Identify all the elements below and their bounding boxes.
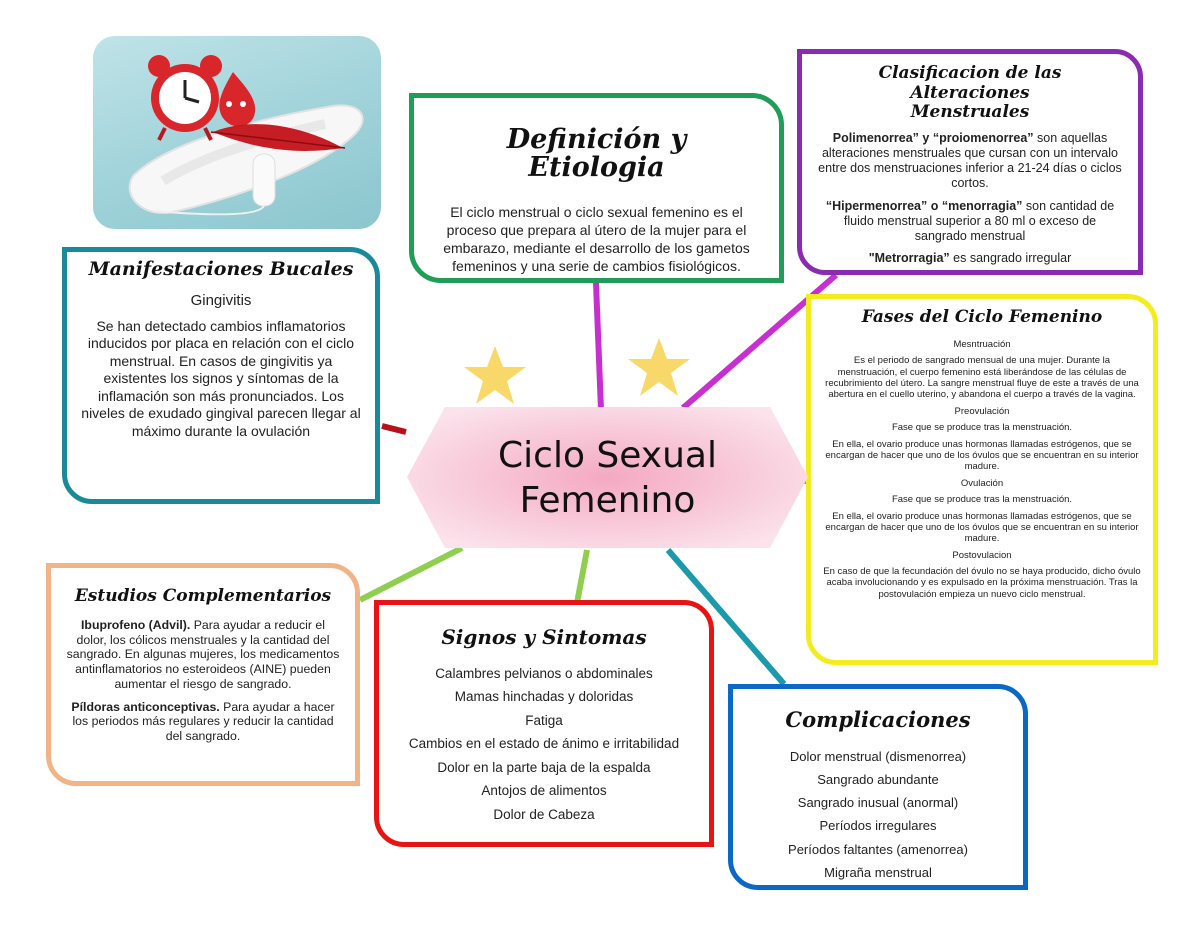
fases-box: Fases del Ciclo Femenino Mesntruación Es… — [806, 294, 1158, 665]
complicaciones-list: Dolor menstrual (dismenorrea) Sangrado a… — [743, 745, 1013, 884]
fase-text-preovulacion-2: En ella, el ovario produce unas hormonas… — [825, 438, 1139, 473]
list-item: Migraña menstrual — [824, 864, 932, 880]
star-icon — [464, 346, 526, 404]
estudios-item: Ibuprofeno (Advil). Para ayudar a reduci… — [65, 618, 341, 692]
fase-heading-preovulacion: Preovulación — [954, 405, 1010, 417]
list-item: Calambres pelvianos o abdominales — [435, 666, 653, 681]
clasificacion-item-term: Polimenorrea” y “proiomenorrea” — [832, 130, 1034, 145]
fase-heading-ovulacion: Ovulación — [960, 477, 1004, 489]
clasificacion-item: "Metrorragia” es sangrado irregular — [818, 251, 1122, 266]
estudios-box: Estudios Complementarios Ibuprofeno (Adv… — [46, 563, 360, 786]
estudios-item-text: Para ayudar a hacer los periodos más reg… — [72, 699, 335, 744]
list-item: Antojos de alimentos — [481, 783, 607, 799]
fase-text-ovulacion-1: Fase que se produce tras la menstruación… — [891, 494, 1073, 506]
clasificacion-item: Polimenorrea” y “proiomenorrea” son aque… — [818, 131, 1122, 192]
clasificacion-title: Clasificacion de las Alteraciones Menstr… — [818, 63, 1122, 123]
clasificacion-item: “Hipermenorrea” o “menorragia” son canti… — [818, 199, 1122, 245]
clasificacion-item-term: "Metrorragia” — [868, 251, 950, 266]
star-icon — [628, 338, 690, 396]
clasificacion-title-line1: Clasificacion de las Alteraciones — [878, 63, 1062, 103]
manifestaciones-text: Se han detectado cambios inflamatorios i… — [81, 317, 361, 439]
fases-title: Fases del Ciclo Femenino — [861, 307, 1103, 327]
signos-title: Signos y Sintomas — [441, 625, 647, 649]
estudios-title: Estudios Complementarios — [74, 586, 332, 606]
fase-text-menstruacion: Es el periodo de sangrado mensual de una… — [825, 355, 1139, 401]
estudios-item-term: Ibuprofeno (Advil). — [81, 617, 191, 632]
estudios-item: Píldoras anticonceptivas. Para ayudar a … — [65, 700, 341, 744]
list-item: Dolor de Cabeza — [493, 806, 595, 822]
fase-text-preovulacion-1: Fase que se produce tras la menstruación… — [891, 422, 1073, 434]
fase-text-postovulacion: En caso de que la fecundación del óvulo … — [823, 566, 1141, 600]
list-item: Períodos faltantes (amenorrea) — [788, 841, 968, 857]
manifestaciones-subtitle: Gingivitis — [190, 291, 252, 309]
list-item: Fatiga — [525, 712, 563, 728]
clasificacion-item-text: es sangrado irregular — [949, 251, 1072, 266]
list-item: Cambios en el estado de ánimo e irritabi… — [408, 736, 680, 752]
list-item: Períodos irregulares — [819, 818, 937, 834]
connector-signos — [574, 549, 590, 604]
central-hexagon — [407, 407, 808, 548]
estudios-item-term: Píldoras anticonceptivas. — [71, 699, 220, 714]
clasificacion-title-line2: Menstruales — [910, 102, 1030, 123]
list-item: Mamas hinchadas y doloridas — [454, 689, 634, 705]
manifestaciones-box: Manifestaciones Bucales Gingivitis Se ha… — [62, 247, 380, 504]
central-title-line1: Ciclo Sexual — [498, 434, 717, 476]
fase-heading-menstruacion: Mesntruación — [953, 338, 1011, 350]
complicaciones-box: Complicaciones Dolor menstrual (dismenor… — [728, 684, 1028, 890]
connector-manifestaciones — [381, 423, 407, 435]
clasificacion-item-text: son aquellas alteraciones menstruales qu… — [818, 130, 1122, 191]
list-item: Sangrado abundante — [817, 772, 939, 788]
signos-box: Signos y Sintomas Calambres pelvianos o … — [374, 600, 714, 847]
central-title: Ciclo Sexual Femenino — [498, 433, 717, 523]
definicion-title: Definición y Etiologia — [506, 124, 687, 184]
complicaciones-title: Complicaciones — [785, 707, 971, 732]
clasificacion-item-term: “Hipermenorrea” o “menorragia” — [825, 198, 1023, 213]
estudios-item-text: Para ayudar a reducir el dolor, los cóli… — [66, 617, 340, 691]
connector-estudios — [358, 545, 464, 603]
fase-heading-postovulacion: Postovulacion — [952, 549, 1012, 561]
list-item: Dolor en la parte baja de la espalda — [437, 759, 651, 775]
definicion-box: Definición y Etiologia El ciclo menstrua… — [409, 93, 784, 283]
central-topic: Ciclo Sexual Femenino — [405, 405, 810, 550]
menstrual-pad-photo — [93, 36, 381, 229]
connector-complicaciones — [665, 548, 787, 686]
list-item: Dolor menstrual (dismenorrea) — [789, 749, 967, 765]
clasificacion-item-text: son cantidad de fluido menstrual superio… — [843, 198, 1115, 244]
central-title-line2: Femenino — [519, 479, 696, 521]
definicion-text: El ciclo menstrual o ciclo sexual femeni… — [443, 203, 750, 275]
manifestaciones-title: Manifestaciones Bucales — [88, 258, 354, 280]
signos-list: Calambres pelvianos o abdominales Mamas … — [389, 662, 699, 826]
clasificacion-box: Clasificacion de las Alteraciones Menstr… — [797, 49, 1143, 275]
fase-text-ovulacion-2: En ella, el ovario produce unas hormonas… — [825, 510, 1139, 545]
list-item: Sangrado inusual (anormal) — [797, 795, 959, 811]
connector-definicion — [593, 282, 604, 411]
